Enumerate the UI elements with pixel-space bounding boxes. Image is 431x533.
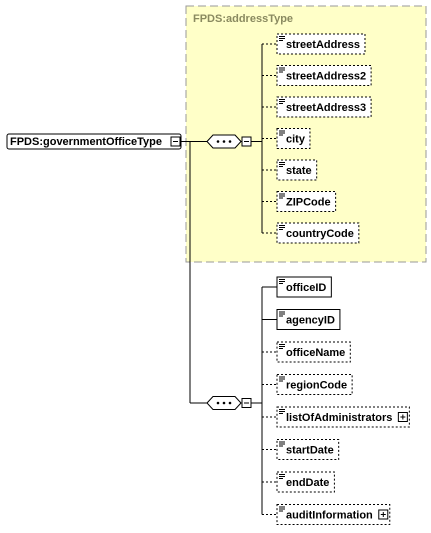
element-marker-icon <box>279 193 285 199</box>
element-marker-icon <box>279 36 285 41</box>
office-branch-lines <box>251 286 277 515</box>
element-city[interactable]: city <box>276 128 311 149</box>
element-marker-icon <box>279 409 285 414</box>
address-branch-lines <box>251 43 277 234</box>
element-box <box>276 504 391 525</box>
element-box <box>276 439 340 460</box>
sequence-compositor-office[interactable] <box>206 396 252 410</box>
element-label: city <box>286 134 306 146</box>
element-agency-id[interactable]: agencyID <box>276 309 341 330</box>
element-label: state <box>286 165 312 177</box>
sequence-address-collapse-icon[interactable] <box>241 136 252 147</box>
element-label: officeID <box>286 282 326 294</box>
element-street-address2[interactable]: streetAddress2 <box>276 65 372 86</box>
element-marker-icon <box>279 130 285 136</box>
element-marker-icon <box>279 162 285 167</box>
element-marker-icon <box>279 311 285 317</box>
element-marker-icon <box>279 344 285 349</box>
sequence-office-collapse-icon[interactable] <box>241 398 252 408</box>
element-label: officeName <box>286 347 345 359</box>
element-box <box>276 276 332 298</box>
element-label: countryCode <box>286 228 354 240</box>
element-label: startDate <box>286 445 334 457</box>
element-label: agencyID <box>286 315 335 327</box>
element-label: streetAddress3 <box>286 102 366 114</box>
element-box <box>276 128 311 149</box>
element-label: ZIPCode <box>286 197 331 209</box>
expand-icon[interactable] <box>397 412 408 422</box>
element-street-address[interactable]: streetAddress <box>276 33 366 55</box>
root-element[interactable]: FPDS:governmentOfficeType <box>6 133 182 150</box>
root-collapse-icon[interactable] <box>170 136 181 147</box>
root-element-label: FPDS:governmentOfficeType <box>10 136 162 148</box>
element-street-address3[interactable]: streetAddress3 <box>276 96 372 118</box>
group-label: FPDS:addressType <box>193 13 293 25</box>
element-end-date[interactable]: endDate <box>276 471 335 493</box>
element-marker-icon <box>279 474 285 479</box>
element-box <box>276 33 366 55</box>
element-box <box>276 374 353 395</box>
element-label: auditInformation <box>286 510 373 522</box>
element-label: regionCode <box>286 380 347 392</box>
address-elements: streetAddress streetAddress2 streetAddress… <box>276 33 372 244</box>
element-box <box>276 222 360 244</box>
element-list-of-administrators[interactable]: listOfAdministrators <box>276 406 410 428</box>
element-label: streetAddress2 <box>286 71 366 83</box>
element-country-code[interactable]: countryCode <box>276 222 360 244</box>
element-region-code[interactable]: regionCode <box>276 374 353 395</box>
element-state[interactable]: state <box>276 159 318 181</box>
expand-icon[interactable] <box>378 509 389 520</box>
element-marker-icon <box>279 225 285 230</box>
element-label: endDate <box>286 477 329 489</box>
element-box <box>276 191 337 212</box>
element-zipcode[interactable]: ZIPCode <box>276 191 337 212</box>
element-marker-icon <box>279 279 285 284</box>
element-marker-icon <box>279 99 285 104</box>
element-label: streetAddress <box>286 39 360 51</box>
element-marker-icon <box>279 376 285 382</box>
element-box <box>276 65 372 86</box>
element-audit-information[interactable]: auditInformation <box>276 504 391 525</box>
element-box <box>276 341 351 363</box>
element-marker-icon <box>279 441 285 447</box>
element-box <box>276 471 335 493</box>
element-box <box>276 309 341 330</box>
element-office-id[interactable]: officeID <box>276 276 332 298</box>
element-label: listOfAdministrators <box>286 412 392 424</box>
office-elements: officeID agencyID officeName regionCode list… <box>276 276 410 525</box>
root-connectors <box>181 141 207 404</box>
element-start-date[interactable]: startDate <box>276 439 340 460</box>
element-box <box>276 96 372 118</box>
element-marker-icon <box>279 67 285 73</box>
element-office-name[interactable]: officeName <box>276 341 351 363</box>
element-box <box>276 159 318 181</box>
sequence-compositor-address[interactable] <box>206 134 252 149</box>
element-box <box>276 406 410 428</box>
element-marker-icon <box>279 506 285 512</box>
